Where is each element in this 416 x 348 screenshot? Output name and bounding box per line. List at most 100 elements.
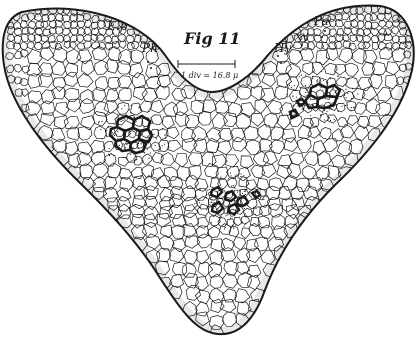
stipple-dot (206, 197, 207, 198)
stipple-dot (246, 188, 247, 189)
stipple-dot (194, 203, 195, 204)
stipple-dot (289, 85, 290, 86)
stipple-dot (352, 88, 353, 89)
stipple-dot (195, 196, 196, 197)
stipple-dot (340, 96, 341, 97)
stipple-dot (211, 222, 212, 223)
stipple-dot (321, 115, 322, 116)
stipple-dot (236, 174, 237, 175)
stipple-dot (334, 119, 335, 120)
stipple-dot (310, 115, 311, 116)
stipple-dot (150, 117, 151, 118)
stipple-dot (199, 202, 200, 203)
stipple-dot (101, 121, 102, 122)
stipple-dot (245, 189, 246, 190)
stipple-dot (206, 194, 207, 195)
stipple-dot (158, 130, 159, 131)
stipple-dot (291, 87, 292, 88)
stipple-dot (137, 147, 138, 148)
stipple-dot (326, 82, 327, 83)
stipple-dot (226, 215, 227, 216)
stipple-dot (131, 112, 132, 113)
stipple-dot (210, 202, 211, 203)
stipple-dot (124, 105, 125, 106)
stipple-dot (144, 152, 145, 153)
stipple-dot (138, 107, 139, 108)
stipple-dot (321, 71, 322, 72)
label-phloem: Ph (141, 41, 158, 55)
stipple-dot (245, 213, 246, 214)
stipple-dot (119, 145, 120, 146)
stipple-dot (287, 96, 288, 97)
stipple-dot (220, 221, 221, 222)
stipple-dot (301, 87, 302, 88)
stipple-dot (154, 134, 155, 135)
stipple-dot (322, 112, 323, 113)
stipple-dot (117, 131, 118, 132)
stipple-dot (312, 78, 313, 79)
stipple-dot (306, 90, 307, 91)
stipple-dot (230, 175, 231, 176)
stipple-dot (319, 77, 320, 78)
stipple-dot (130, 115, 131, 116)
stipple-dot (260, 189, 261, 190)
stipple-dot (292, 96, 293, 97)
stipple-dot (330, 78, 331, 79)
stipple-dot (237, 191, 238, 192)
stipple-dot (219, 179, 220, 180)
stipple-dot (113, 155, 114, 156)
stipple-dot (286, 94, 287, 95)
stipple-dot (121, 121, 122, 122)
stipple-dot (345, 105, 346, 106)
stipple-dot (128, 109, 129, 110)
stipple-dot (332, 88, 333, 89)
label-epidermis: E.p (106, 19, 128, 33)
stipple-dot (98, 122, 99, 123)
stipple-dot (301, 96, 302, 97)
label-hypodermis: Hy (273, 41, 291, 55)
stipple-dot (347, 104, 348, 105)
stipple-dot (105, 114, 106, 115)
stipple-dot (111, 153, 112, 154)
stipple-dot (112, 132, 113, 133)
stipple-dot (244, 215, 245, 216)
stipple-dot (156, 138, 157, 139)
stipple-dot (338, 75, 339, 76)
stipple-dot (228, 178, 229, 179)
stipple-dot (244, 208, 245, 209)
stipple-dot (100, 129, 101, 130)
stipple-dot (131, 105, 132, 106)
stipple-dot (255, 214, 256, 215)
stipple-dot (353, 107, 354, 108)
stipple-dot (221, 214, 222, 215)
stipple-dot (348, 78, 349, 79)
stipple-dot (165, 137, 166, 138)
stipple-dot (304, 96, 305, 97)
stipple-dot (294, 85, 295, 86)
stipple-dot (357, 93, 358, 94)
stipple-dot (305, 85, 306, 86)
stipple-dot (116, 134, 117, 135)
stipple-dot (232, 225, 233, 226)
stipple-dot (245, 191, 246, 192)
stipple-dot (324, 110, 325, 111)
stipple-dot (351, 98, 352, 99)
stipple-dot (123, 143, 124, 144)
stipple-dot (311, 80, 312, 81)
stipple-dot (109, 148, 110, 149)
stipple-dot (324, 119, 325, 120)
stipple-dot (141, 143, 142, 144)
scale-bar (178, 60, 235, 68)
stipple-dot (302, 109, 303, 110)
stipple-dot (108, 154, 109, 155)
stipple-dot (222, 189, 223, 190)
stipple-dot (159, 149, 160, 150)
stipple-dot (207, 206, 208, 207)
label-parenchyma: Pa (313, 14, 329, 28)
stipple-dot (162, 129, 163, 130)
stipple-dot (164, 135, 165, 136)
stipple-dot (248, 192, 249, 193)
stipple-dot (114, 124, 115, 125)
stipple-dot (248, 183, 249, 184)
